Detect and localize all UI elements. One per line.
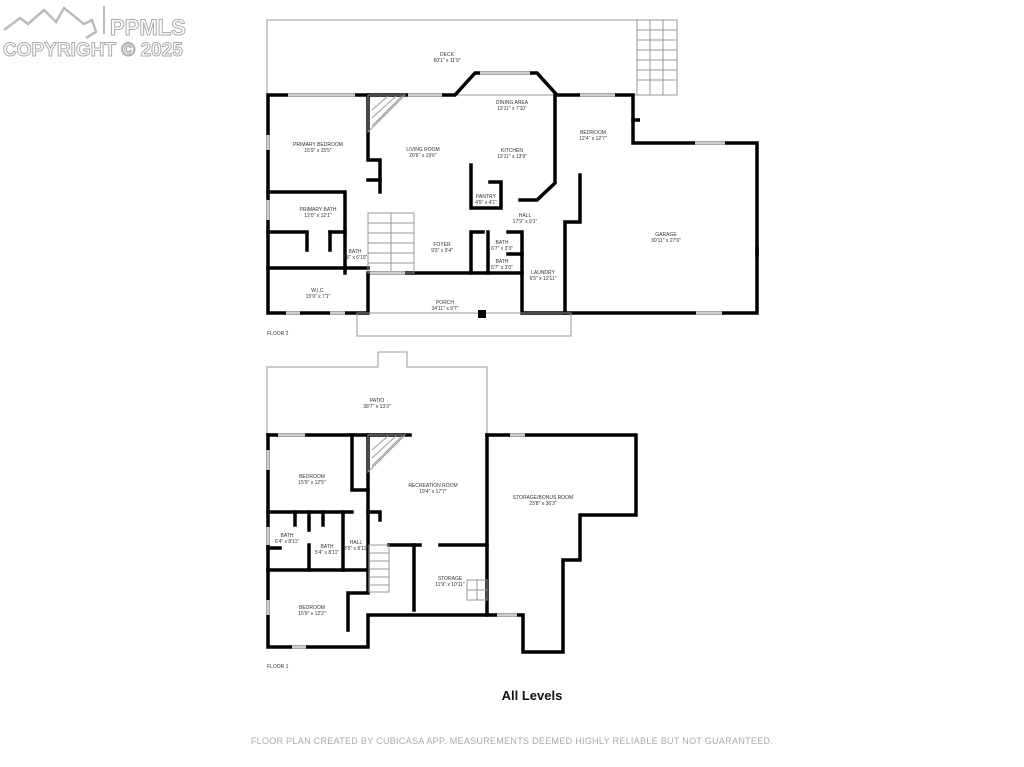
floor-1-windows — [266, 433, 525, 649]
floor-1-stairs — [368, 544, 390, 593]
floor-1-label: FLOOR 1 — [267, 664, 289, 670]
living-room-fireplace — [367, 94, 407, 134]
ppmls-watermark-logo: PPMLS COPYRIGHT © 2025 — [3, 6, 186, 60]
patio-outline — [266, 351, 488, 435]
levels-title: All Levels — [501, 688, 563, 703]
floor-2-stairs — [367, 212, 415, 274]
porch-outline — [356, 312, 572, 337]
mountain-icon — [3, 6, 98, 40]
disclaimer-footer: FLOOR PLAN CREATED BY CUBICASA APP. MEAS… — [250, 736, 774, 746]
room-wic: W.I.C.15'9" x 7'1" — [306, 288, 331, 300]
svg-text:PPMLS: PPMLS — [110, 15, 186, 40]
deck-stairs — [636, 19, 678, 96]
recreation-fireplace — [367, 434, 407, 474]
floor-2-label: FLOOR 2 — [267, 331, 289, 337]
porch-column — [478, 310, 486, 318]
storage-stairs — [466, 579, 488, 601]
svg-text:COPYRIGHT © 2025: COPYRIGHT © 2025 — [3, 40, 183, 60]
floor-2-windows — [266, 71, 725, 315]
